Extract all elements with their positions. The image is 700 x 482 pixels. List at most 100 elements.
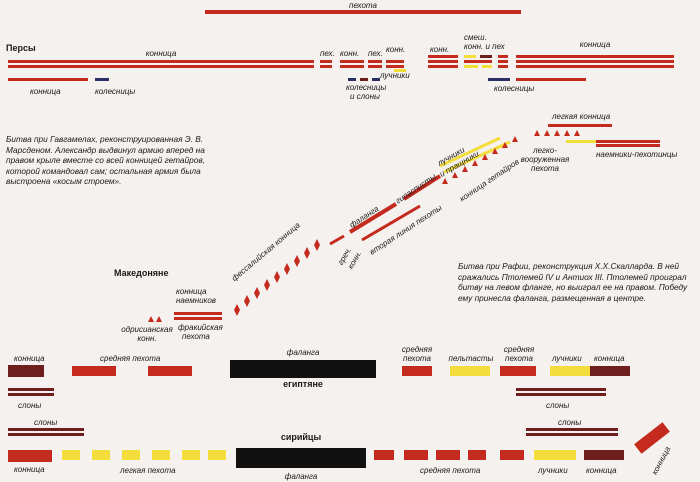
- archers-slingers-1: [439, 136, 501, 168]
- mercenary-cavalry-2: [174, 317, 222, 320]
- label-mercenary-cav-2: наемников: [176, 296, 216, 305]
- greek-cavalry: [329, 234, 345, 246]
- label-light-infantry-3: пехота: [531, 164, 559, 173]
- sy-archers: [534, 450, 576, 460]
- persian-cavalry-left: [8, 60, 314, 63]
- label-sy-archers: лучники: [538, 466, 568, 475]
- persian-cavalry-2: [386, 60, 404, 63]
- label-chariots-elephants-2: и слоны: [350, 92, 380, 101]
- label-chariots-1: колесницы: [95, 87, 136, 96]
- label-konn-3: конн.: [430, 45, 450, 54]
- sy-cavalry-far: [634, 422, 670, 454]
- second-infantry-line: [361, 204, 421, 242]
- eg-infantry-2: [148, 366, 192, 376]
- odrysian-cav-1: [148, 316, 154, 322]
- label-eg-peltasts: пельтасты: [448, 354, 494, 363]
- eg-elephants-left-1: [8, 388, 54, 391]
- persian-mixed-4: [464, 65, 478, 68]
- mercenary-cavalry-1: [174, 312, 222, 315]
- sy-elephants-right-1: [526, 428, 618, 431]
- label-sy-elephants-left: слоны: [34, 418, 58, 427]
- persian-mixed-8: [498, 65, 508, 68]
- persian-archers: [394, 69, 406, 72]
- hypaspists-line: [402, 174, 442, 201]
- label-konn-2: конн.: [386, 45, 406, 54]
- eg-peltasts: [450, 366, 490, 376]
- label-eg-infantry-r1a: средняя: [401, 345, 433, 354]
- sy-phalanx: [236, 448, 366, 468]
- persian-infantry-2b: [368, 65, 382, 68]
- persian-mixed-1: [464, 55, 476, 58]
- persian-infantry-1: [320, 60, 332, 63]
- label-thracian-2: пехота: [182, 332, 210, 341]
- persian-mixed-7: [498, 60, 508, 63]
- persian-cavalry-right-3: [516, 65, 674, 68]
- macedonians-label: Македоняне: [114, 268, 169, 278]
- label-persian-cavalry-low: конница: [30, 87, 61, 96]
- persian-cavalry-right: [516, 55, 674, 58]
- label-persian-cavalry-left: конница: [145, 49, 177, 58]
- persian-infantry-line: [205, 10, 521, 14]
- persian-cavalry-3c: [428, 65, 458, 68]
- sy-cavalry-right: [584, 450, 624, 460]
- raphia-caption: Битва при Рафии, реконструкция Х.Х.Скалл…: [458, 261, 688, 303]
- eg-elephants-right-1: [516, 388, 606, 391]
- label-konn-1: конн.: [340, 49, 360, 58]
- persian-mixed-6: [498, 55, 508, 58]
- label-eg-cavalry-right: конница: [594, 354, 625, 363]
- label-eg-infantry-r2a: средняя: [503, 345, 535, 354]
- eg-elephants-left-2: [8, 393, 54, 396]
- sy-elephants-left-2: [8, 433, 84, 436]
- label-eg-elephants-right: слоны: [546, 401, 570, 410]
- persian-mixed-2: [480, 55, 492, 58]
- persian-infantry-1b: [320, 65, 332, 68]
- label-archers: лучники: [380, 71, 410, 80]
- sy-infantry-5: [500, 450, 524, 460]
- egyptians-label: египтяне: [283, 379, 323, 389]
- label-sy-phalanx: фаланга: [284, 472, 318, 481]
- label-eg-cavalry-left: конница: [14, 354, 45, 363]
- mercenary-infantry-bar: [596, 140, 660, 143]
- sy-light-6: [208, 450, 226, 460]
- persian-cavalry-3b: [428, 60, 458, 63]
- egyptian-formation: [8, 360, 630, 396]
- sy-cavalry-left: [8, 450, 52, 462]
- label-eg-elephants-left: слоны: [18, 401, 42, 410]
- label-thracian-1: фракийская: [178, 323, 223, 332]
- companion-cavalry: [442, 136, 518, 184]
- label-mercenary-infantry: наемники-пехотинцы: [596, 150, 678, 159]
- persian-cavalry-3: [428, 55, 458, 58]
- label-eg-phalanx: фаланга: [286, 348, 320, 357]
- label-chariots-elephants-1: колесницы: [346, 83, 387, 92]
- persian-chariots-elephants-a: [348, 78, 356, 81]
- persian-infantry-2: [368, 60, 382, 63]
- persian-chariots-2: [488, 78, 510, 81]
- persian-chariots-elephants-b: [360, 78, 368, 81]
- label-odrysian-2: конн.: [137, 334, 157, 343]
- sy-elephants-left-1: [8, 428, 84, 431]
- persian-chariots-elephants-c: [372, 78, 380, 81]
- label-eg-infantry-r1b: пехота: [403, 354, 431, 363]
- sy-light-1: [62, 450, 80, 460]
- eg-infantry-3: [402, 366, 432, 376]
- eg-cavalry-left: [8, 365, 44, 377]
- label-konn-i-pekh: конн. и пех: [464, 42, 505, 51]
- persian-formation: [8, 10, 674, 81]
- sy-infantry-4: [468, 450, 486, 460]
- light-cavalry-bar: [548, 124, 612, 127]
- label-mercenary-cav-1: конница: [176, 287, 207, 296]
- macedonian-formation: [148, 124, 660, 322]
- persian-mixed-5: [482, 65, 492, 68]
- thessalian-cavalry: [234, 239, 320, 316]
- label-eg-archers: лучники: [552, 354, 582, 363]
- persian-cavalry-low-right: [516, 78, 586, 81]
- light-cavalry: [534, 130, 580, 136]
- syrian-formation: [8, 422, 670, 468]
- label-sy-cavalry-left: конница: [14, 465, 45, 474]
- sy-elephants-right-2: [526, 433, 618, 436]
- eg-phalanx: [230, 360, 376, 378]
- label-pekh-2: пех.: [368, 49, 383, 58]
- label-light-cavalry: легкая конница: [552, 112, 611, 121]
- label-smesh: смеш.: [464, 33, 487, 42]
